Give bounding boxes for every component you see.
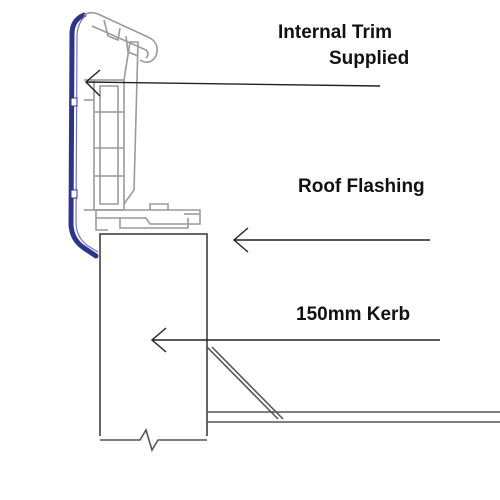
pointer-roof-flashing: [232, 227, 430, 253]
label-internal-trim: Internal Trim: [278, 22, 393, 43]
label-roof-flashing: Roof Flashing: [298, 176, 425, 197]
glazing-profile: [83, 11, 201, 231]
internal-trim: [68, 12, 99, 259]
label-internal-trim-supplied: Supplied: [329, 48, 410, 69]
label-kerb: 150mm Kerb: [296, 304, 411, 325]
roof-deck: [206, 346, 500, 423]
pointer-internal-trim: [84, 69, 381, 97]
pointer-kerb: [150, 327, 440, 353]
